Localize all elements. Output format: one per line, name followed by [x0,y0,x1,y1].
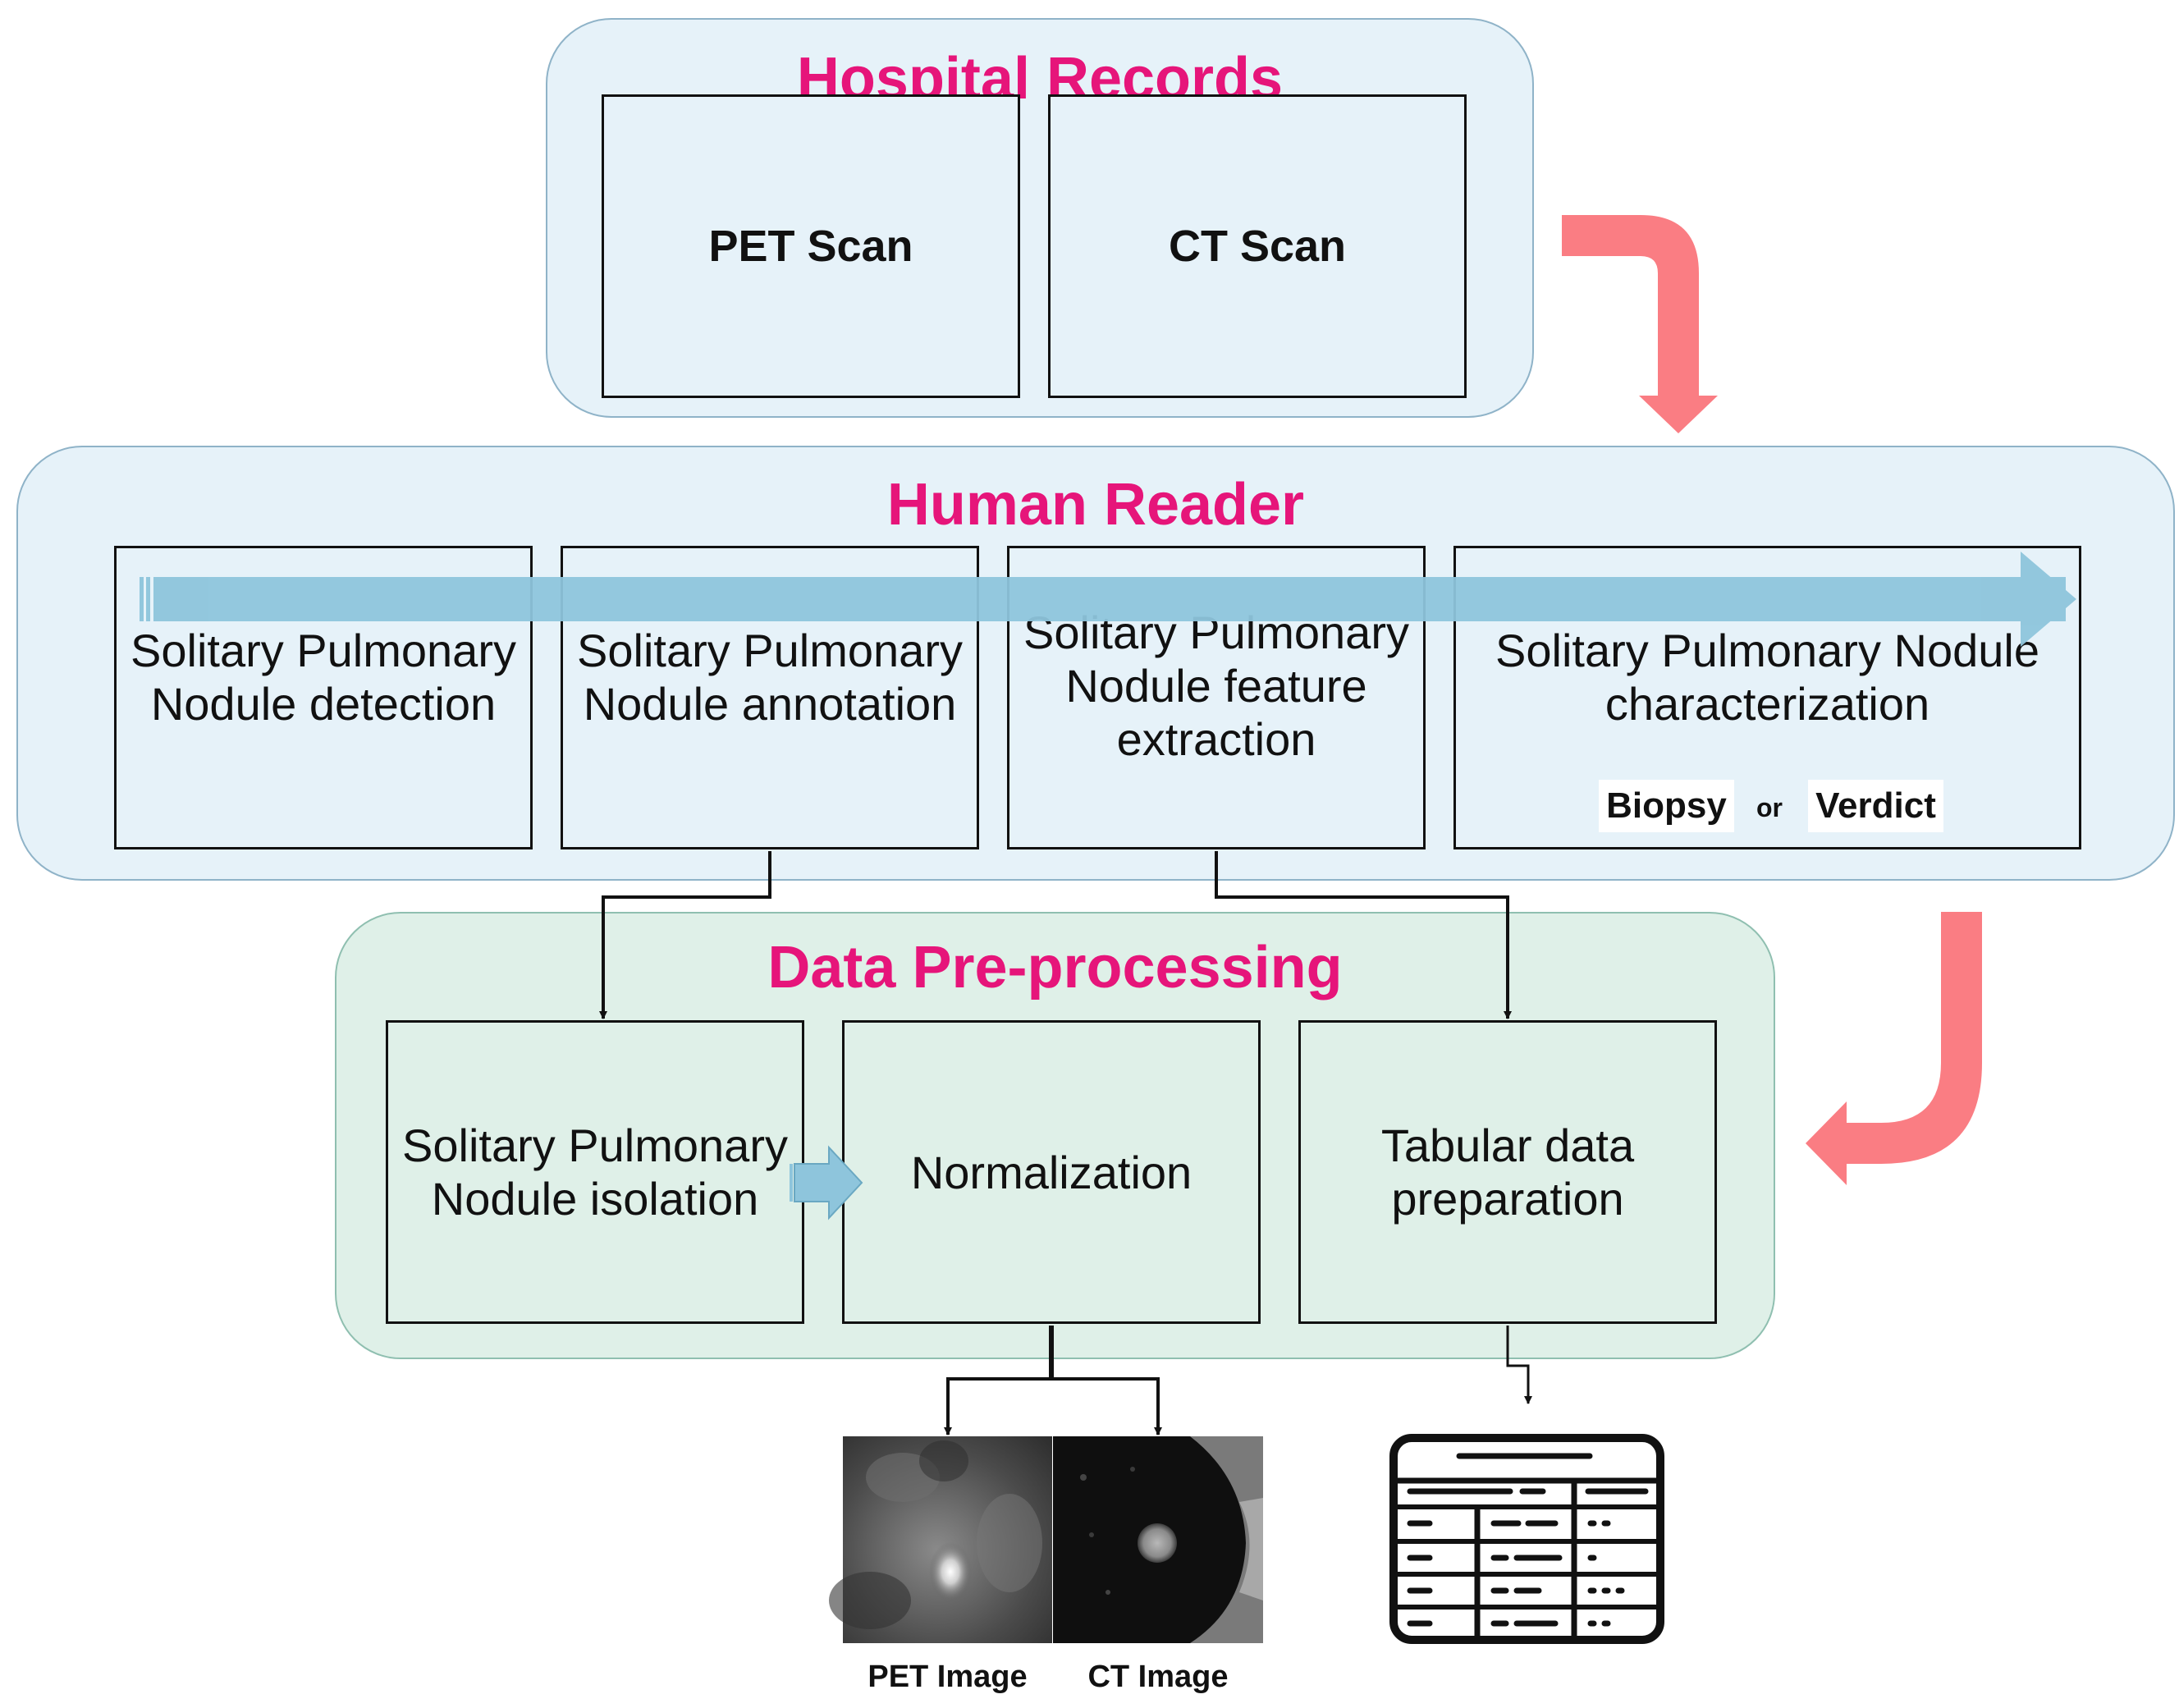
normalization-connector-ct [1051,1377,1162,1436]
isolation-label: Solitary Pulmonary Nodule isolation [402,1120,788,1225]
pet-image-caption: PET Image [867,1660,1028,1694]
table-icon [1389,1434,1664,1644]
ct-image-caption: CT Image [1087,1660,1229,1694]
characterization-label: Solitary Pulmonary Nodule characterizati… [1495,625,2039,730]
tabular-connector [1506,1326,1532,1404]
pet-scan-label: PET Scan [708,221,913,271]
isolation-box: Solitary Pulmonary Nodule isolation [386,1020,804,1324]
normalization-box: Normalization [842,1020,1261,1324]
or-label: or [1756,793,1783,822]
human-reader-title: Human Reader [886,472,1305,538]
tabular-preparation-label: Tabular data preparation [1380,1120,1635,1225]
biopsy-tag: Biopsy [1599,780,1734,832]
normalization-connector-pet [944,1377,1051,1436]
ct-scan-box: CT Scan [1048,94,1467,398]
feature-connector [1215,851,1512,1019]
process-arrow [140,552,2076,647]
annotation-connector [599,851,771,1019]
pet-image [829,1436,1052,1643]
isolation-to-normalization-arrow [790,1145,863,1220]
normalization-label: Normalization [910,1146,1192,1198]
data-preprocessing-title: Data Pre-processing [767,935,1343,1001]
flow-arrow-2 [1806,912,1982,1185]
detection-label: Solitary Pulmonary Nodule detection [130,625,516,730]
tabular-preparation-box: Tabular data preparation [1298,1020,1717,1324]
flow-arrow-1 [1562,215,1718,433]
ct-scan-label: CT Scan [1168,221,1347,271]
ct-image [1053,1436,1263,1643]
annotation-label: Solitary Pulmonary Nodule annotation [577,625,963,730]
pet-scan-box: PET Scan [602,94,1020,398]
verdict-tag: Verdict [1808,780,1943,832]
